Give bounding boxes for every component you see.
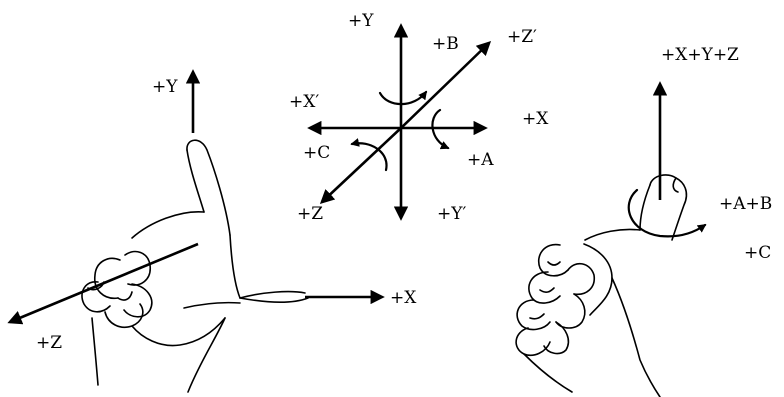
right-rotation-arrow [627,188,707,238]
right-c-label: +C [744,243,771,263]
center-c-label: +C [303,143,330,163]
left-x-label: +X [390,288,417,308]
center-x-prime-label: +X′ [289,92,319,112]
left-hand-group: +Y +X +Z [7,69,417,393]
center-axes-group: +Y +B +Z′ +X′ +X +C +A +Z +Y′ [289,11,549,224]
left-hand-illustration [81,139,309,393]
center-x-plus-label: +X [522,109,549,129]
center-a-label: +A [467,150,494,170]
center-z-prime-label: +Z′ [507,27,537,47]
left-z-label: +Z [36,333,62,353]
rotation-b-arrow [378,90,428,106]
center-y-prime-label: +Y′ [437,204,466,224]
right-xyz-label: +X+Y+Z [661,45,739,65]
center-b-label: +B [432,34,459,54]
rotation-c-arrow [350,138,388,172]
center-z-axis-upright [400,41,492,129]
center-z-axis-downleft [319,127,402,204]
rotation-a-arrow [431,108,450,150]
right-hand-group: +X+Y+Z +A+B +C [515,45,772,397]
right-fist-illustration [515,174,688,397]
center-z-plus-label: +Z [297,204,323,224]
left-y-label: +Y [152,77,178,97]
right-ab-label: +A+B [719,194,772,214]
center-y-plus-label: +Y [348,11,374,31]
